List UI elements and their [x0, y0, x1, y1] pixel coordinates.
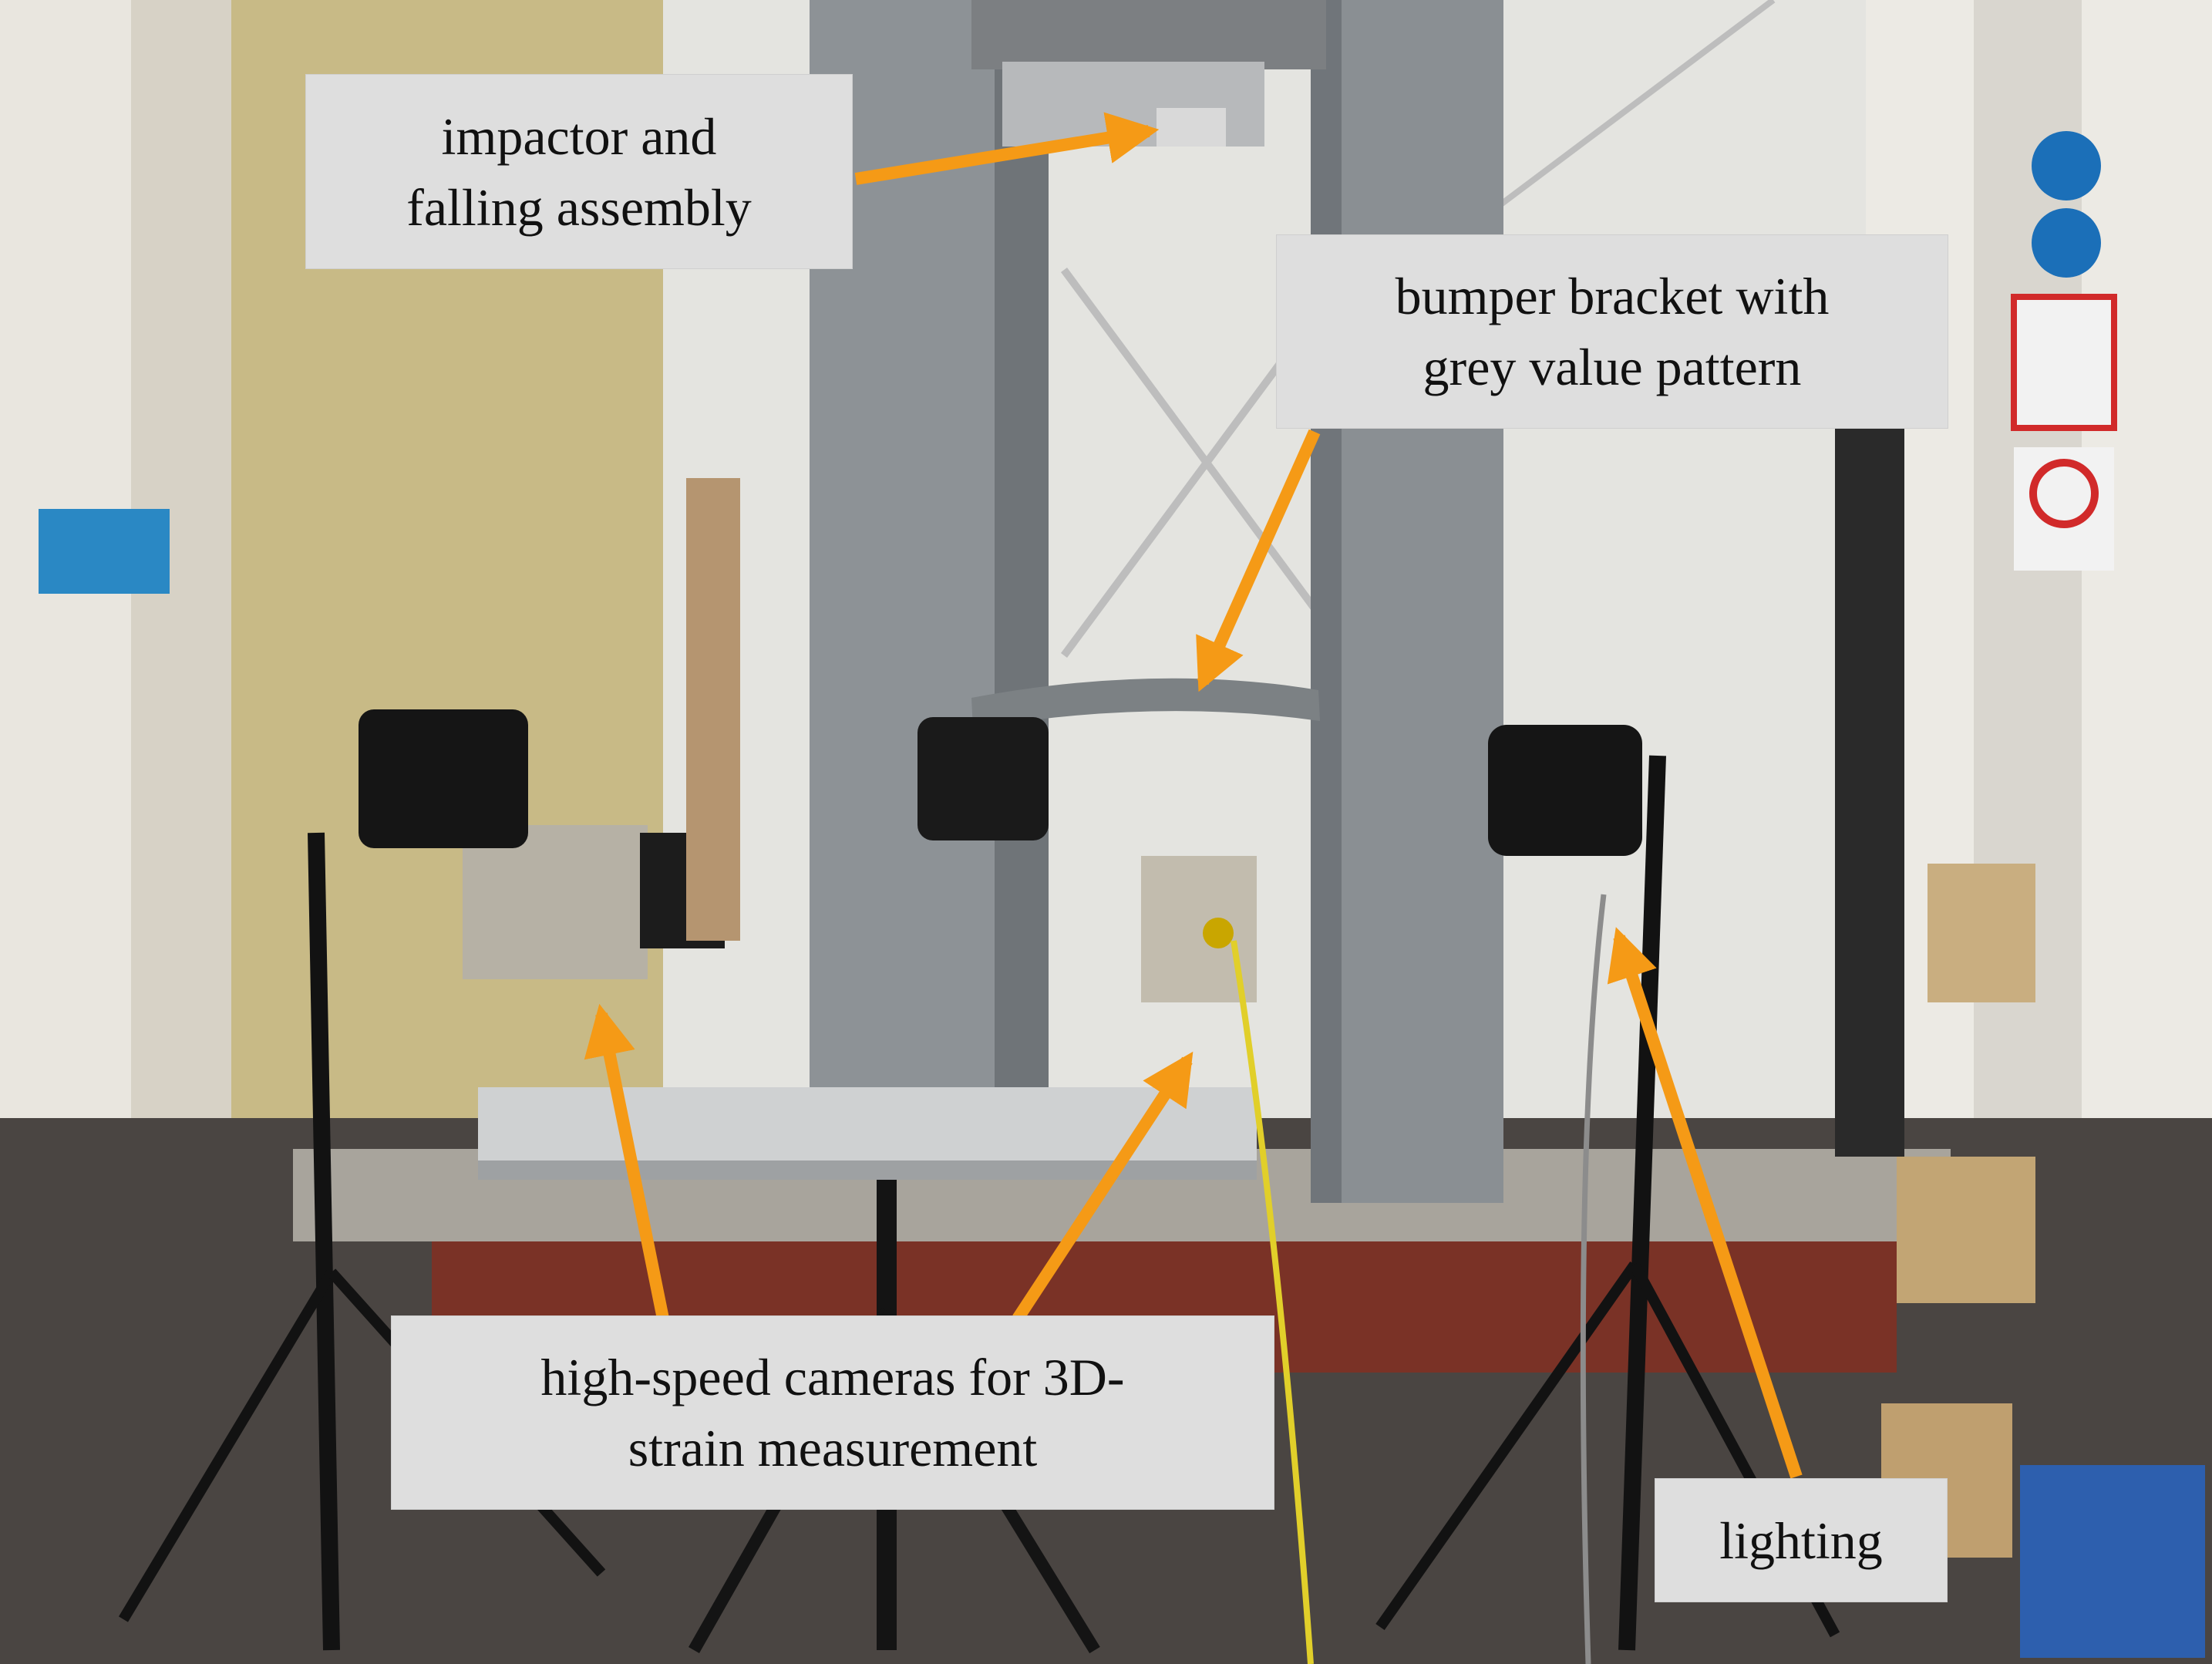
label-cameras-line2: strain measurement: [628, 1419, 1038, 1477]
yellow-cable: [1231, 940, 1314, 1664]
left-column-inner: [995, 0, 1049, 1157]
no-fire-sign: [2029, 459, 2099, 528]
brace-3: [1463, 0, 1776, 234]
right-stand-leg-1: [1375, 1261, 1639, 1631]
safety-sign-ear: [2032, 208, 2101, 278]
wood-block-2: [1897, 1157, 2035, 1303]
arrow-bumper: [1196, 429, 1321, 692]
left-light: [359, 709, 528, 848]
camera-rail-edge: [478, 1160, 1257, 1180]
prohibition-sign-1: [2011, 294, 2117, 431]
blue-crate: [2020, 1465, 2205, 1658]
label-lighting-line1: lighting: [1719, 1511, 1883, 1570]
wood-block-1: [1928, 864, 2035, 1002]
right-frame-post: [1835, 324, 1904, 1157]
label-bumper: bumper bracket with grey value pattern: [1277, 235, 1948, 428]
left-camera-body: [463, 825, 648, 979]
center-light: [917, 717, 1049, 840]
label-bumper-line1: bumper bracket with: [1395, 267, 1830, 325]
wood-plank: [686, 478, 740, 941]
arrow-lighting: [1607, 927, 1803, 1479]
right-stand-pole: [1618, 755, 1666, 1651]
right-light: [1488, 725, 1642, 856]
left-stand-pole: [308, 832, 340, 1651]
label-cameras-line1: high-speed cameras for 3D-: [540, 1348, 1125, 1406]
left-stand-leg-1: [118, 1269, 337, 1622]
label-bumper-line2: grey value pattern: [1422, 338, 1802, 396]
label-impactor: impactor and falling assembly: [306, 75, 852, 268]
center-camera-connector: [1203, 918, 1234, 948]
right-column: [1326, 0, 1503, 1203]
arrow-camera-left: [584, 1003, 669, 1320]
arrow-camera-center: [1012, 1051, 1194, 1322]
impactor-frame: [971, 0, 1326, 69]
arrow-impactor: [854, 112, 1160, 185]
right-column-inner: [1311, 0, 1342, 1203]
safety-sign-helmet: [2032, 131, 2101, 200]
label-impactor-line2: falling assembly: [406, 177, 752, 237]
grey-cable: [1580, 894, 1607, 1664]
left-corner-shadow: [131, 0, 247, 1311]
prohibition-sign-2: [2014, 447, 2114, 571]
label-lighting: lighting: [1655, 1479, 1947, 1602]
impactor-block: [1157, 108, 1226, 147]
label-impactor-line1: impactor and: [441, 106, 717, 166]
label-cameras: high-speed cameras for 3D- strain measur…: [392, 1316, 1274, 1509]
blue-junction-box: [39, 509, 170, 594]
